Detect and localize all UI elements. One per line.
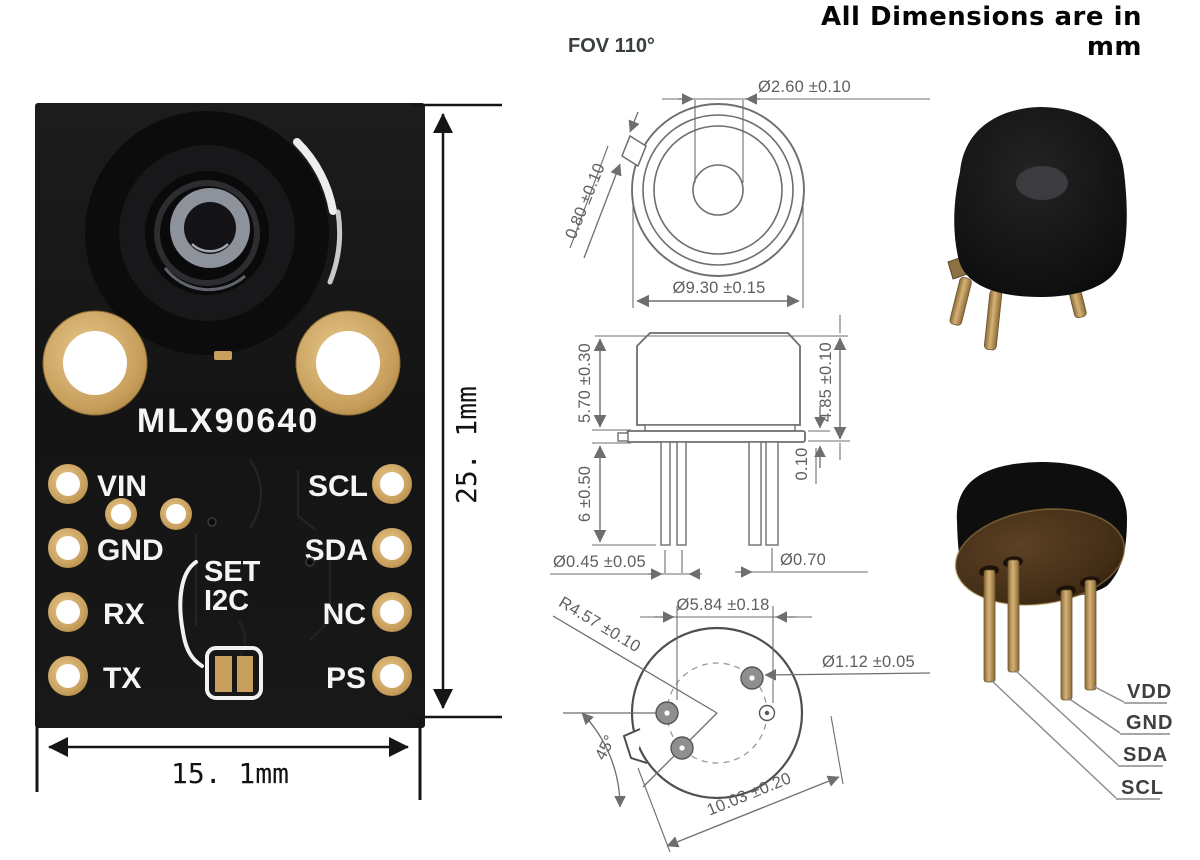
pinout-label-gnd: GND: [1126, 712, 1173, 734]
pin-label-ps: PS: [326, 662, 366, 695]
lens-highlight: [293, 138, 337, 215]
pin-label-sda: SDA: [305, 534, 368, 567]
can-body-3d: [954, 107, 1127, 297]
can-outline: [636, 332, 801, 426]
mounting-hole-right: [295, 310, 401, 416]
solder-pad: [214, 351, 232, 360]
page-title: All Dimensions are in mm: [821, 2, 1142, 62]
cap-dia-dim: Ø9.30 ±0.15: [673, 279, 766, 297]
pinout-label-vdd: VDD: [1127, 681, 1172, 703]
pin-dia-thin-dim: Ø0.45 ±0.05: [553, 553, 646, 571]
sensor-window-3d: [1016, 166, 1068, 200]
pin-holes-right: [372, 464, 412, 696]
pin-label-gnd: GND: [97, 534, 164, 567]
pinout-label-sda: SDA: [1123, 744, 1168, 766]
pinout-leaders: [990, 669, 1170, 800]
aperture-dia-dim: Ø2.60 ±0.10: [758, 78, 851, 96]
pin: [676, 441, 687, 546]
pinout-label-scl: SCL: [1121, 777, 1164, 799]
pin-label-scl: SCL: [308, 470, 368, 503]
can-tab: [621, 134, 647, 168]
chip-label: MLX90640: [137, 402, 319, 440]
bottom-pins: [655, 666, 776, 760]
render-top-view: [947, 107, 1127, 351]
pcb-dimensions: 25. 1mm 15. 1mm: [35, 103, 502, 800]
cap-height-dim: 5.70 ±0.30: [576, 343, 594, 423]
pin-length-dim: 6 ±0.50: [576, 466, 594, 522]
pin-circle-dia-dim: Ø5.84 ±0.18: [677, 596, 770, 614]
aux-holes: [105, 498, 192, 530]
top-view-drawing: 0.80 ±0.10 Ø2.60 ±0.10 Ø9.30 ±0.15: [562, 78, 930, 308]
pin: [748, 441, 762, 546]
jumper-pad: [237, 656, 253, 692]
mounting-hole-left: [42, 310, 148, 416]
lens-pupil: [184, 202, 236, 254]
board-width-dim: 15. 1mm: [171, 757, 289, 790]
pin-hole-dia-dim: Ø1.12 ±0.05: [822, 653, 915, 671]
jumper-pad: [215, 656, 232, 692]
tab-width-dim: 0.80 ±0.10: [562, 161, 609, 242]
render-bottom-pins: [983, 559, 1097, 701]
pcb-photo: MLX90640 VIN GND RX TX SCL SDA NC PS: [35, 103, 425, 728]
pin-label-vin: VIN: [97, 470, 147, 503]
index-notch: [622, 728, 648, 764]
board-height-dim: 25. 1mm: [450, 386, 483, 504]
jumper-label-set: SET: [204, 556, 261, 588]
pin-label-tx: TX: [103, 662, 141, 695]
fov-label: FOV 110°: [568, 35, 655, 57]
flange-tab: [617, 432, 629, 442]
pin-holes-left: [48, 464, 88, 696]
tab-angle-dim: 45°: [592, 732, 620, 763]
can-flange: [626, 430, 806, 443]
pin-label-nc: NC: [323, 598, 366, 631]
via: [305, 557, 315, 567]
render-bottom-view: VDD GND SDA SCL: [954, 462, 1173, 800]
jumper-label-i2c: I2C: [204, 585, 249, 617]
jumper-bracket: [178, 560, 204, 668]
pin: [660, 441, 671, 546]
jumper-outline: [205, 646, 263, 700]
bottom-view-drawing: Ø5.84 ±0.18 R4.57 ±0.10 Ø1.12 ±0.05 45° …: [552, 593, 931, 853]
pin-dia-thick-dim: Ø0.70: [780, 551, 826, 569]
window-height-dim: 4.85 ±0.10: [817, 342, 835, 422]
thermal-lens: [85, 111, 343, 355]
side-view-drawing: 5.70 ±0.30 6 ±0.50 4.85 ±0.10 0.10 Ø0.45…: [550, 315, 868, 580]
i2c-jumper: SET I2C: [178, 556, 263, 700]
pin: [765, 441, 779, 546]
flange-thickness-dim: 0.10: [793, 448, 811, 481]
pin-label-rx: RX: [103, 598, 145, 631]
via: [207, 517, 217, 527]
